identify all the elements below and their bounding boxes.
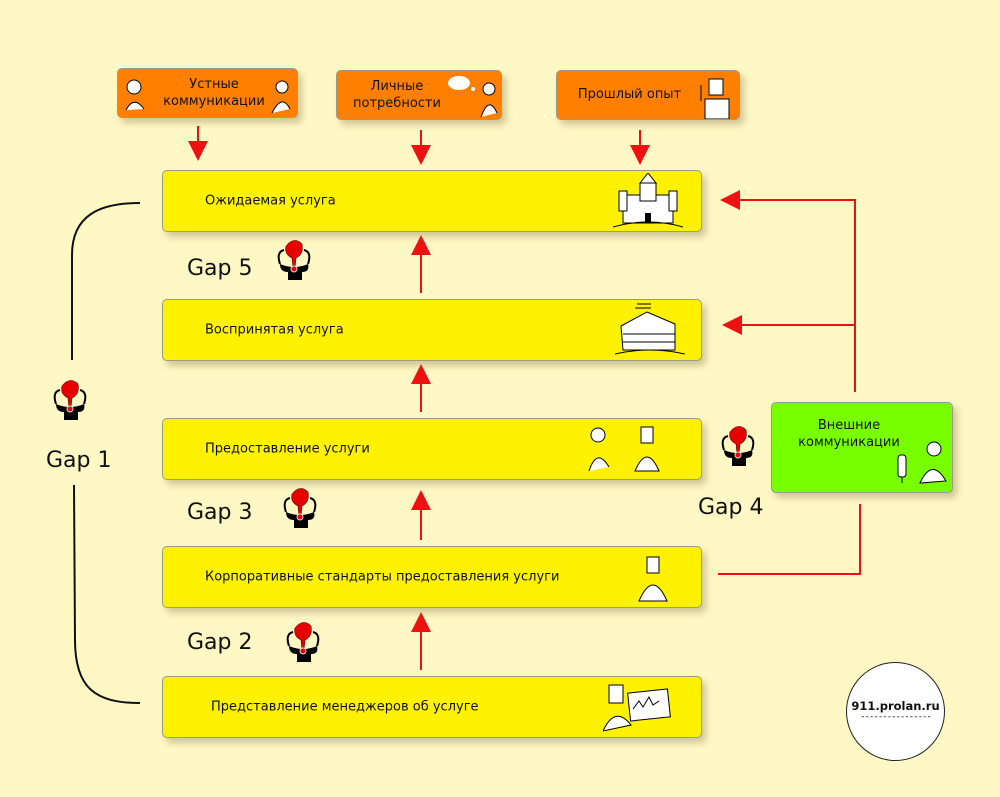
gap-4-icon: [721, 425, 755, 467]
stage-label: Корпоративные стандарты предоставления у…: [205, 569, 560, 585]
external-communications-box: Внешние коммуникации: [771, 402, 953, 493]
woman-at-computer-icon: [894, 437, 950, 493]
stage-label: Представление менеджеров об услуге: [211, 699, 479, 715]
external-link-up: [735, 199, 856, 392]
gap-2-icon: [286, 621, 320, 663]
stage-label: Предоставление услуги: [205, 441, 370, 457]
source-box-personal-needs: Личные потребности: [336, 70, 502, 120]
gap-4-label: Gap 4: [698, 495, 764, 520]
service-people-icon: [583, 423, 663, 481]
gap-1-label: Gap 1: [46, 448, 112, 473]
woman-thinking-icon: [445, 75, 500, 123]
source-box-word-of-mouth: Устные коммуникации: [117, 68, 298, 118]
stage-corporate-standards: Корпоративные стандарты предоставления у…: [162, 546, 702, 608]
stage-management-perception: Представление менеджеров об услуге: [162, 676, 702, 738]
source-label-line1: Личные: [370, 79, 424, 94]
man-pointing-icon: [697, 73, 737, 123]
gap-3-icon: [283, 487, 317, 529]
gap1-brace-bottom: [73, 484, 141, 704]
source-label-line2: потребности: [353, 96, 441, 111]
presenter-chart-icon: [602, 681, 673, 739]
castle-icon: [612, 172, 684, 233]
stage-expected-service: Ожидаемая услуга: [162, 170, 702, 232]
site-url[interactable]: 911.prolan.ru: [851, 699, 940, 713]
source-label-line2: коммуникации: [163, 94, 265, 109]
gap-5-label: Gap 5: [187, 256, 253, 281]
source-box-past-experience: Прошлый опыт: [556, 70, 740, 120]
stage-service-delivery: Предоставление услуги: [162, 418, 702, 480]
gap-2-label: Gap 2: [187, 630, 253, 655]
two-people-talking-icon: [122, 75, 292, 119]
manager-icon: [633, 551, 673, 609]
site-badge[interactable]: 911.prolan.ru ----------------: [846, 662, 945, 761]
stage-perceived-service: Воспринятая услуга: [162, 299, 702, 361]
source-label: Прошлый опыт: [577, 87, 682, 102]
gap-3-label: Gap 3: [187, 500, 253, 525]
stage-label: Ожидаемая услуга: [205, 193, 336, 209]
external-label-line2: коммуникации: [798, 435, 900, 450]
gap-5-icon: [277, 239, 311, 281]
stage-label: Воспринятая услуга: [205, 322, 344, 338]
site-underline: ----------------: [860, 712, 932, 722]
hut-icon: [614, 302, 686, 362]
external-link-standards: [718, 504, 861, 575]
source-label-line1: Устные: [189, 77, 239, 92]
gap-1-icon: [53, 379, 87, 421]
gap1-brace-top: [71, 202, 141, 360]
external-label-line1: Внешние: [817, 418, 881, 433]
